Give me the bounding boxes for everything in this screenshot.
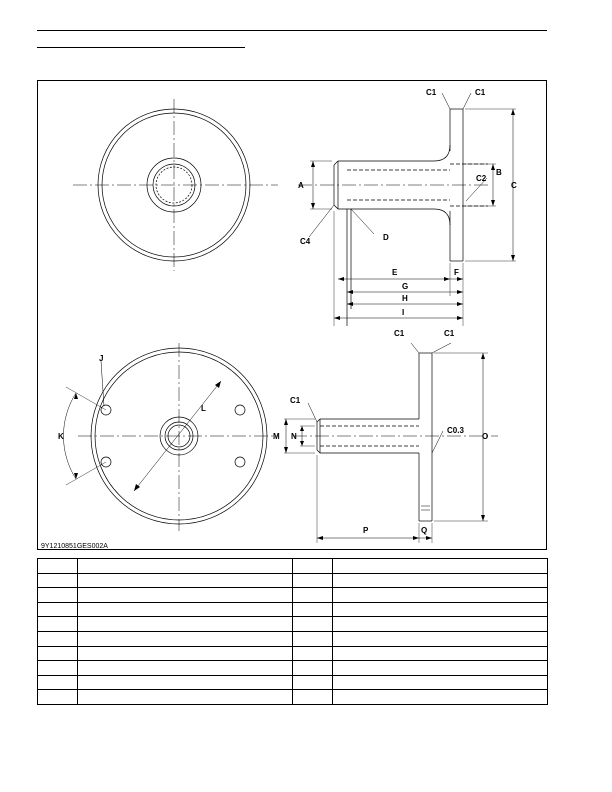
table-row (37, 572, 548, 589)
label-c4: C4 (300, 237, 311, 246)
table-row (37, 660, 548, 676)
label-e: E (392, 268, 398, 277)
label-n: N (291, 432, 297, 441)
table-row (37, 601, 548, 618)
table-cell (37, 689, 78, 705)
table-cell (292, 689, 333, 705)
table-row (37, 645, 548, 662)
label-k: K (58, 432, 64, 441)
table-cell (332, 572, 548, 589)
header-rule (37, 30, 547, 31)
table-cell (292, 587, 333, 603)
table-row (37, 587, 548, 603)
table-cell (332, 689, 548, 705)
label-o: O (482, 432, 488, 441)
table-cell (37, 601, 78, 618)
face-view-bottom (63, 343, 278, 531)
label-g: G (402, 282, 408, 291)
spec-table (37, 558, 548, 705)
table-row (37, 630, 548, 647)
label-d: D (383, 233, 389, 242)
label-c1-top-left: C1 (426, 88, 437, 97)
label-l: L (201, 404, 206, 413)
label-m: M (273, 432, 280, 441)
arrowheads (74, 109, 515, 540)
table-cell (77, 558, 293, 574)
label-c1-bottom-left: C1 (394, 329, 405, 338)
label-c: C (511, 181, 517, 190)
table-cell (37, 572, 78, 589)
table-cell (77, 645, 293, 662)
table-row (37, 689, 548, 705)
table-cell (77, 572, 293, 589)
label-h: H (402, 294, 408, 303)
label-q: Q (421, 526, 427, 535)
table-cell (332, 660, 548, 676)
table-row (37, 674, 548, 691)
section-bottom-dimensions (285, 353, 484, 539)
table-cell (77, 630, 293, 647)
table-cell (37, 645, 78, 662)
leader-lines (100, 92, 488, 454)
label-a: A (298, 181, 304, 190)
table-cell (77, 689, 293, 705)
table-cell (77, 660, 293, 676)
table-row (37, 558, 548, 574)
table-cell (37, 587, 78, 603)
table-cell (292, 616, 333, 632)
table-cell (292, 601, 333, 618)
label-b: B (496, 168, 502, 177)
table-cell (332, 674, 548, 691)
table-cell (332, 630, 548, 647)
label-i: I (402, 308, 404, 317)
label-c2: C2 (476, 174, 487, 183)
face-view-top (73, 99, 278, 271)
technical-drawing: C1 C1 A B C2 C C4 D E F G H I J K L C1 C… (41, 88, 517, 550)
table-cell (77, 587, 293, 603)
drawing-figure: C1 C1 A B C2 C C4 D E F G H I J K L C1 C… (37, 80, 547, 550)
table-cell (292, 572, 333, 589)
label-f: F (454, 268, 459, 277)
label-c03: C0.3 (447, 426, 464, 435)
section-view-bottom (284, 352, 498, 543)
table-cell (77, 674, 293, 691)
table-row (37, 616, 548, 632)
label-j: J (99, 354, 103, 363)
table-cell (37, 616, 78, 632)
table-cell (292, 645, 333, 662)
table-cell (77, 601, 293, 618)
table-cell (77, 616, 293, 632)
spec-table-body (37, 558, 548, 705)
figure-code: 9Y1210851GES002A (41, 543, 108, 550)
table-cell (332, 558, 548, 574)
table-cell (292, 660, 333, 676)
label-p: P (363, 526, 369, 535)
table-cell (37, 660, 78, 676)
table-cell (332, 601, 548, 618)
table-cell (332, 645, 548, 662)
section-top-dimensions (312, 109, 514, 319)
table-cell (332, 616, 548, 632)
section-title-underline (37, 47, 245, 48)
label-c1-bottom-right: C1 (444, 329, 455, 338)
table-cell (292, 558, 333, 574)
table-cell (332, 587, 548, 603)
table-cell (37, 630, 78, 647)
table-cell (292, 630, 333, 647)
section-view-top (298, 108, 516, 326)
table-cell (37, 558, 78, 574)
label-c1-top-right: C1 (475, 88, 486, 97)
table-cell (292, 674, 333, 691)
label-c1-bottom-hub: C1 (290, 396, 301, 405)
table-cell (37, 674, 78, 691)
